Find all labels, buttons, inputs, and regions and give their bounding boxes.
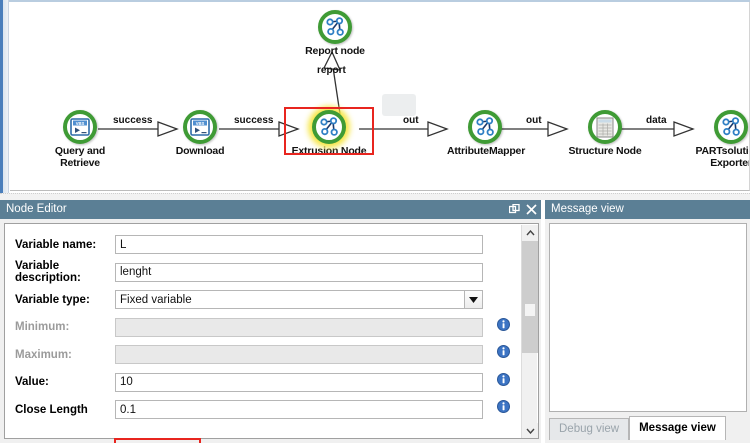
form-row-close-length: Close Length [5, 396, 538, 424]
workflow-node-query-and-retrieve[interactable]: VBS Query and Retrieve [42, 110, 118, 169]
info-icon[interactable] [497, 317, 510, 336]
field-label: Maximum: [15, 348, 72, 361]
workflow-canvas[interactable]: success success out report out data VBS … [0, 0, 750, 200]
field-label: Variable type: [15, 293, 90, 306]
canvas-surface[interactable]: success success out report out data VBS … [10, 2, 750, 191]
maximum-input [115, 345, 483, 365]
graph-node-icon [714, 110, 748, 144]
form-row-value: Value: [5, 369, 538, 397]
node-label: PARTsolutions Exporter [695, 145, 750, 169]
scrollbar-grip[interactable] [524, 303, 536, 317]
document-grid-icon [588, 110, 622, 144]
edge-label-out-1: out [403, 115, 419, 126]
vbs-script-icon: VBS [63, 110, 97, 144]
chevron-down-icon[interactable] [465, 290, 483, 310]
field-label: Value: [15, 376, 49, 389]
workflow-node-extrusion[interactable]: Extrusion Node [291, 110, 367, 158]
workflow-node-download[interactable]: VBS Download [162, 110, 238, 158]
workflow-node-attributemapper[interactable]: AttributeMapper [447, 110, 526, 158]
node-editor-form: Variable name: Variable description: Var… [4, 223, 539, 439]
form-row-minimum: Minimum: [5, 314, 538, 342]
node-editor-panel: Node Editor Variable name: [0, 200, 543, 443]
workflow-edges [98, 50, 695, 137]
edge-label-success-2: success [234, 115, 274, 126]
variable-type-input[interactable] [115, 290, 465, 310]
form-row-maximum: Maximum: [5, 341, 538, 369]
canvas-left-accent [0, 0, 3, 200]
variable-name-input[interactable] [115, 235, 483, 255]
tab-debug-view[interactable]: Debug view [549, 418, 630, 440]
edge-label-report: report [317, 65, 346, 76]
form-row-variable-description: Variable description: [5, 259, 538, 287]
node-label: Report node [305, 45, 365, 57]
value-input[interactable] [115, 372, 483, 392]
scrollbar-thumb[interactable] [522, 241, 538, 353]
vbs-script-icon: VBS [183, 110, 217, 144]
info-icon[interactable] [497, 345, 510, 363]
message-view-panel: Message view Debug view Message view [545, 200, 750, 443]
field-label: Minimum: [15, 321, 70, 334]
tab-message-view[interactable]: Message view [629, 416, 726, 440]
minimum-input [115, 317, 483, 337]
node-label: AttributeMapper [447, 145, 526, 157]
canvas-top-border [9, 0, 750, 2]
edge-label-success-1: success [113, 115, 153, 126]
message-view-tab-bar: Debug view Message view [549, 416, 749, 440]
node-label: Query and Retrieve [54, 145, 106, 169]
info-icon[interactable] [497, 372, 510, 391]
workflow-node-structure[interactable]: Structure Node [567, 110, 643, 158]
field-label: Variable description: [15, 260, 81, 285]
variable-type-combobox[interactable] [115, 290, 483, 310]
canvas-watermark [382, 94, 416, 116]
node-label: Download [175, 145, 225, 157]
workflow-node-partsolutions-exporter[interactable]: PARTsolutions Exporter [693, 110, 750, 169]
message-view-title-bar: Message view [545, 200, 750, 219]
node-label: Structure Node [568, 145, 642, 157]
edge-label-data: data [646, 115, 667, 126]
field-label: Variable name: [15, 238, 97, 251]
node-editor-title-bar: Node Editor [0, 200, 541, 219]
canvas-horizontal-ruler[interactable] [0, 193, 750, 200]
graph-node-icon [312, 110, 346, 144]
float-window-icon[interactable] [508, 203, 520, 215]
field-label: Close Length [15, 403, 88, 416]
canvas-vertical-ruler[interactable] [0, 0, 9, 195]
info-icon[interactable] [497, 400, 510, 418]
close-icon[interactable] [526, 204, 537, 215]
node-editor-scrollbar[interactable] [521, 225, 538, 438]
form-row-variable-name: Variable name: [5, 231, 538, 259]
close-length-input[interactable] [115, 400, 483, 420]
chevron-up-icon[interactable] [522, 225, 538, 241]
edge-label-out-2: out [526, 115, 542, 126]
panel-title-text: Node Editor [6, 203, 67, 215]
message-view-content[interactable] [549, 223, 747, 412]
node-label: Extrusion Node [291, 145, 367, 157]
form-row-variable-type: Variable type: [5, 286, 538, 314]
workflow-node-report[interactable]: Report node [297, 10, 373, 58]
panel-title-text: Message view [551, 203, 624, 215]
graph-node-icon [468, 110, 502, 144]
graph-node-icon [318, 10, 352, 44]
svg-text:VBS: VBS [196, 121, 205, 126]
svg-text:VBS: VBS [76, 121, 85, 126]
variable-description-input[interactable] [115, 262, 483, 282]
chevron-down-icon[interactable] [522, 423, 538, 438]
